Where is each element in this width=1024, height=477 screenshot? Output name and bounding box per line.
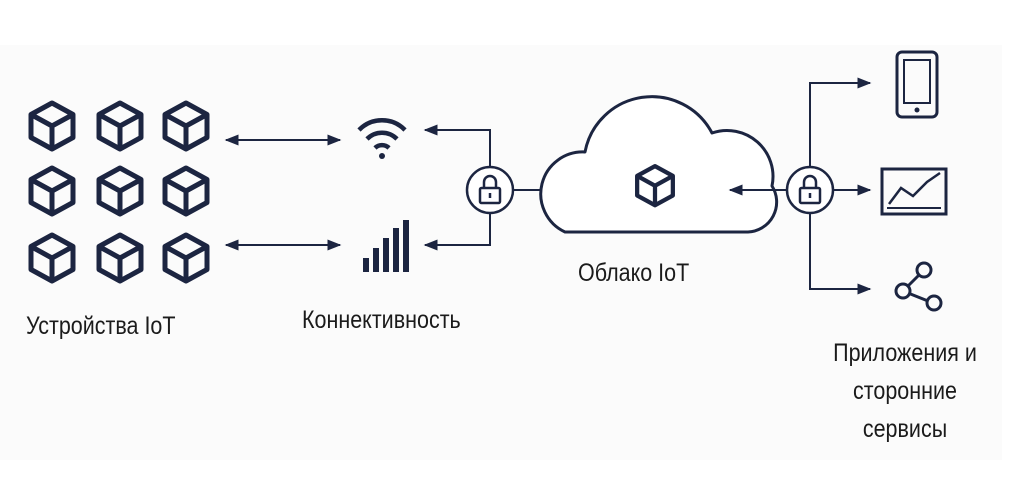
connectivity-label: Коннективность xyxy=(302,306,461,334)
devices-label: Устройства IoT xyxy=(26,312,176,340)
cube-icon xyxy=(99,235,141,281)
cloud-label: Облако IoT xyxy=(578,259,690,287)
cube-icon xyxy=(165,103,207,149)
smartphone-icon xyxy=(895,50,939,119)
lock-to-share-arrow xyxy=(809,213,872,295)
chart-monitor-icon xyxy=(880,167,948,216)
apps-label-line-3: сервисы xyxy=(862,415,948,443)
cube-icon xyxy=(31,103,73,149)
cube-icon xyxy=(165,235,207,281)
cloud-icon xyxy=(539,95,779,234)
cube-icon xyxy=(31,235,73,281)
cube-icon xyxy=(31,168,73,214)
lock-to-phone-arrow xyxy=(809,77,872,167)
wifi-to-lock-connector xyxy=(423,124,491,172)
cube-icon xyxy=(165,168,207,214)
cube-icon xyxy=(99,103,141,149)
lock-icon xyxy=(785,165,835,215)
cellular-to-lock-connector xyxy=(423,211,491,251)
devices-cube-grid xyxy=(31,103,207,281)
apps-label-line-2: сторонние xyxy=(853,377,957,405)
cellular-signal-icon xyxy=(363,220,409,272)
wifi-icon xyxy=(357,118,407,159)
cube-icon xyxy=(99,168,141,214)
share-icon xyxy=(894,261,943,312)
apps-label-line-1: Приложения и xyxy=(833,339,977,367)
lock-icon xyxy=(465,165,515,215)
